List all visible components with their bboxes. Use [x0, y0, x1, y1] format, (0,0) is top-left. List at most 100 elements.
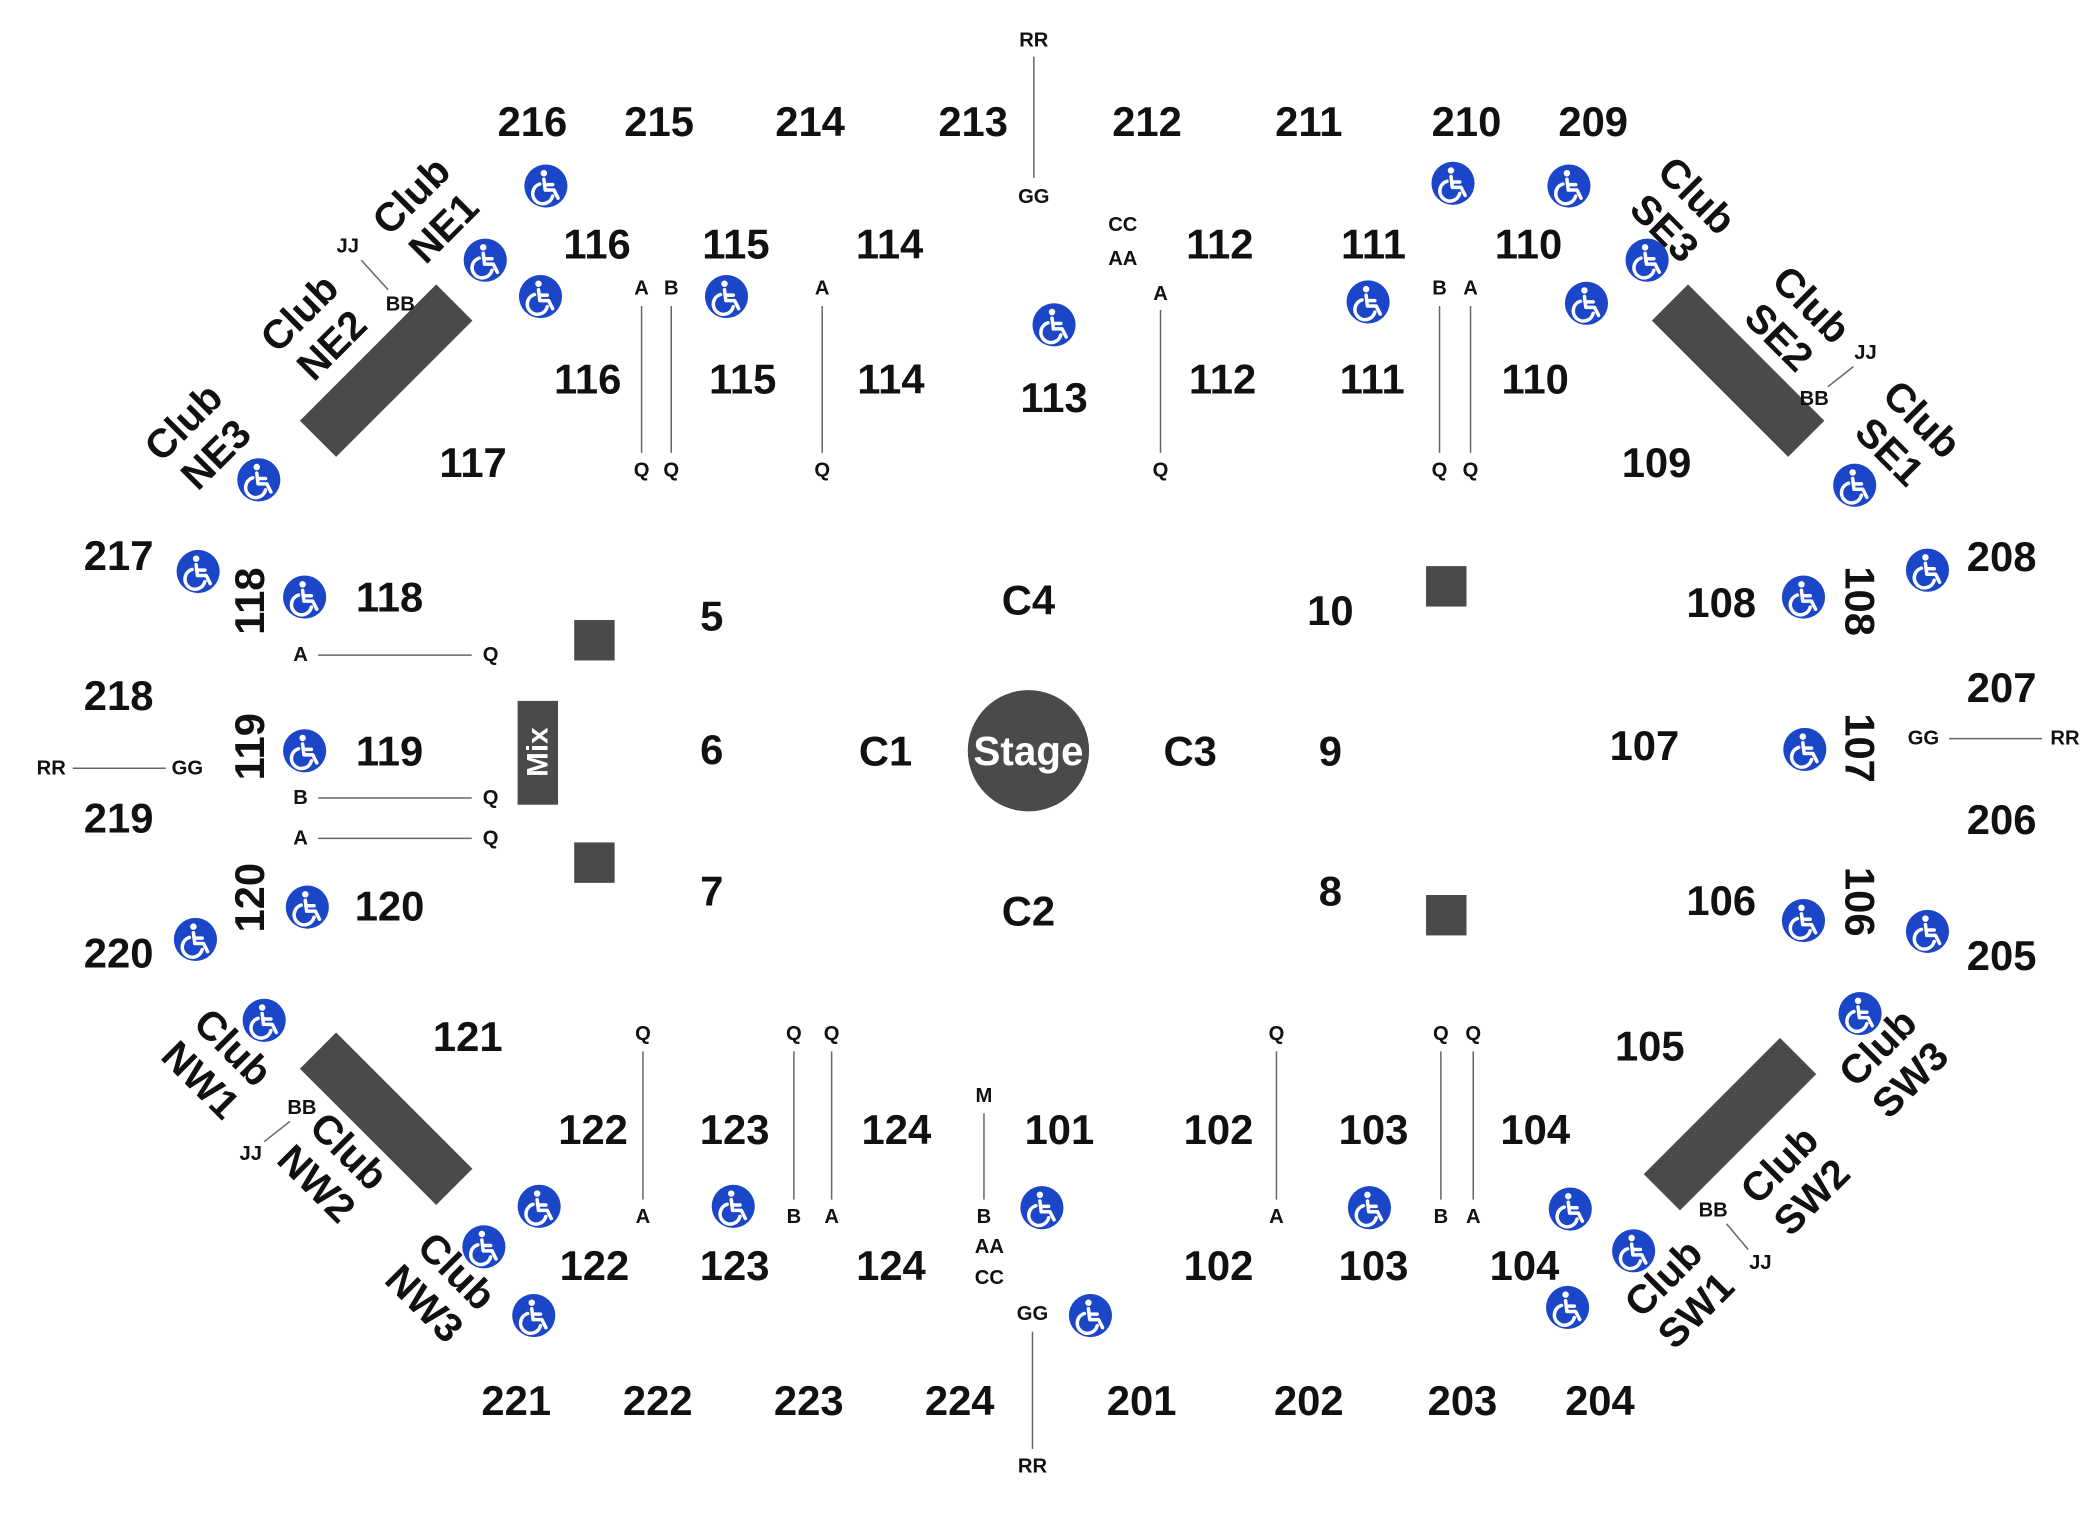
section-221-label: 221 — [481, 1377, 551, 1424]
row-range-line — [263, 1120, 291, 1143]
section-224-label: 224 — [925, 1377, 995, 1424]
section-108-label: 108 — [1837, 566, 1884, 636]
stage-structure-block — [1426, 566, 1467, 607]
section-110-label: 110 — [1502, 355, 1569, 402]
stage-label: Stage — [973, 728, 1083, 774]
section-204-label: 204 — [1565, 1377, 1635, 1424]
accessible-seating-icon — [524, 164, 568, 208]
section-122-label: 122 — [558, 1106, 628, 1153]
mix-label: Mix — [521, 727, 554, 777]
section-C1-label: C1 — [859, 727, 912, 774]
section-6-label: 6 — [700, 726, 723, 773]
accessible-seating-icon — [518, 274, 563, 319]
section-119-label: 119 — [356, 727, 423, 774]
row-a-label: A — [1466, 1206, 1481, 1228]
section-108-label: 108 — [1686, 579, 1756, 626]
row-range-line — [360, 259, 389, 291]
section-218-label: 218 — [84, 672, 154, 719]
section-116-label: 116 — [563, 220, 630, 267]
accessible-seating-icon — [1431, 161, 1475, 205]
section-106-label: 106 — [1686, 877, 1756, 924]
section-122-label: 122 — [560, 1242, 630, 1289]
section-118-label: 118 — [356, 574, 423, 621]
row-jj-label: JJ — [337, 236, 359, 258]
stage-structure-block — [1651, 284, 1825, 457]
row-rr-label: RR — [37, 757, 67, 779]
row-q-label: Q — [786, 1023, 802, 1045]
accessible-seating-icon — [1548, 1187, 1592, 1231]
section-106-label: 106 — [1837, 867, 1884, 937]
accessible-seating-icon — [1781, 899, 1826, 943]
row-bb-label: BB — [1699, 1199, 1728, 1221]
row-b-label: B — [664, 277, 679, 299]
row-bb-label: BB — [386, 294, 415, 316]
section-C4-label: C4 — [1002, 576, 1055, 623]
section-114-label: 114 — [857, 355, 924, 402]
row-range-line — [1726, 1223, 1749, 1250]
row-cc-label: CC — [1108, 214, 1138, 236]
row-q-label: Q — [814, 459, 830, 481]
accessible-seating-icon — [1564, 281, 1609, 325]
section-111-label: 111 — [1340, 355, 1405, 402]
section-217-label: 217 — [84, 532, 154, 579]
row-a-label: A — [634, 277, 649, 299]
row-a-label: A — [1269, 1206, 1284, 1228]
section-7-label: 7 — [700, 867, 723, 914]
section-114-label: 114 — [856, 220, 923, 267]
section-113-label: 113 — [1020, 374, 1087, 421]
accessible-seating-icon — [1032, 303, 1076, 347]
section-8-label: 8 — [1319, 867, 1342, 914]
section-223-label: 223 — [774, 1377, 844, 1424]
accessible-seating-icon — [1547, 164, 1591, 208]
row-a-label: A — [824, 1206, 839, 1228]
section-214-label: 214 — [775, 98, 845, 145]
row-a-label: A — [1153, 283, 1168, 305]
section-203-label: 203 — [1428, 1377, 1498, 1424]
accessible-seating-icon — [1020, 1186, 1064, 1230]
row-a-label: A — [293, 827, 308, 849]
row-range-line — [1827, 366, 1854, 388]
section-121-label: 121 — [433, 1013, 503, 1060]
row-q-label: Q — [483, 787, 499, 809]
row-jj-label: JJ — [1749, 1252, 1771, 1274]
row-rr-label: RR — [1018, 1455, 1048, 1477]
section-110-label: 110 — [1495, 220, 1562, 267]
section-209-label: 209 — [1558, 98, 1628, 145]
accessible-seating-icon — [1546, 1285, 1590, 1330]
section-222-label: 222 — [623, 1377, 693, 1424]
row-a-label: A — [636, 1206, 651, 1228]
section-213-label: 213 — [938, 98, 1008, 145]
accessible-seating-icon — [462, 1225, 506, 1269]
accessible-seating-icon — [1905, 909, 1950, 953]
row-jj-label: JJ — [239, 1143, 261, 1165]
row-a-label: A — [1463, 277, 1478, 299]
row-cc-label: CC — [975, 1267, 1005, 1289]
row-b-label: B — [787, 1206, 802, 1228]
section-C2-label: C2 — [1002, 888, 1055, 935]
row-b-label: B — [293, 787, 308, 809]
section-210-label: 210 — [1432, 98, 1502, 145]
section-102-label: 102 — [1184, 1106, 1254, 1153]
accessible-seating-icon — [1833, 463, 1877, 507]
section-206-label: 206 — [1967, 796, 2037, 843]
row-q-label: Q — [1465, 1023, 1481, 1045]
stage-structure-block — [574, 620, 615, 661]
row-q-label: Q — [634, 459, 650, 481]
row-gg-label: GG — [172, 757, 203, 779]
accessible-seating-icon — [512, 1293, 556, 1338]
row-jj-label: JJ — [1854, 342, 1876, 364]
row-q-label: Q — [635, 1023, 651, 1045]
section-118-label: 118 — [226, 567, 273, 634]
section-220-label: 220 — [84, 929, 154, 976]
section-115-label: 115 — [709, 355, 776, 402]
row-a-label: A — [293, 644, 308, 666]
accessible-seating-icon — [1612, 1229, 1656, 1273]
section-104-label: 104 — [1500, 1106, 1570, 1153]
row-m-label: M — [976, 1085, 993, 1107]
accessible-seating-icon — [711, 1184, 755, 1228]
accessible-seating-icon — [1838, 992, 1882, 1036]
row-q-label: Q — [1463, 459, 1479, 481]
stage-structure-block — [299, 284, 473, 457]
accessible-seating-icon — [285, 885, 329, 929]
